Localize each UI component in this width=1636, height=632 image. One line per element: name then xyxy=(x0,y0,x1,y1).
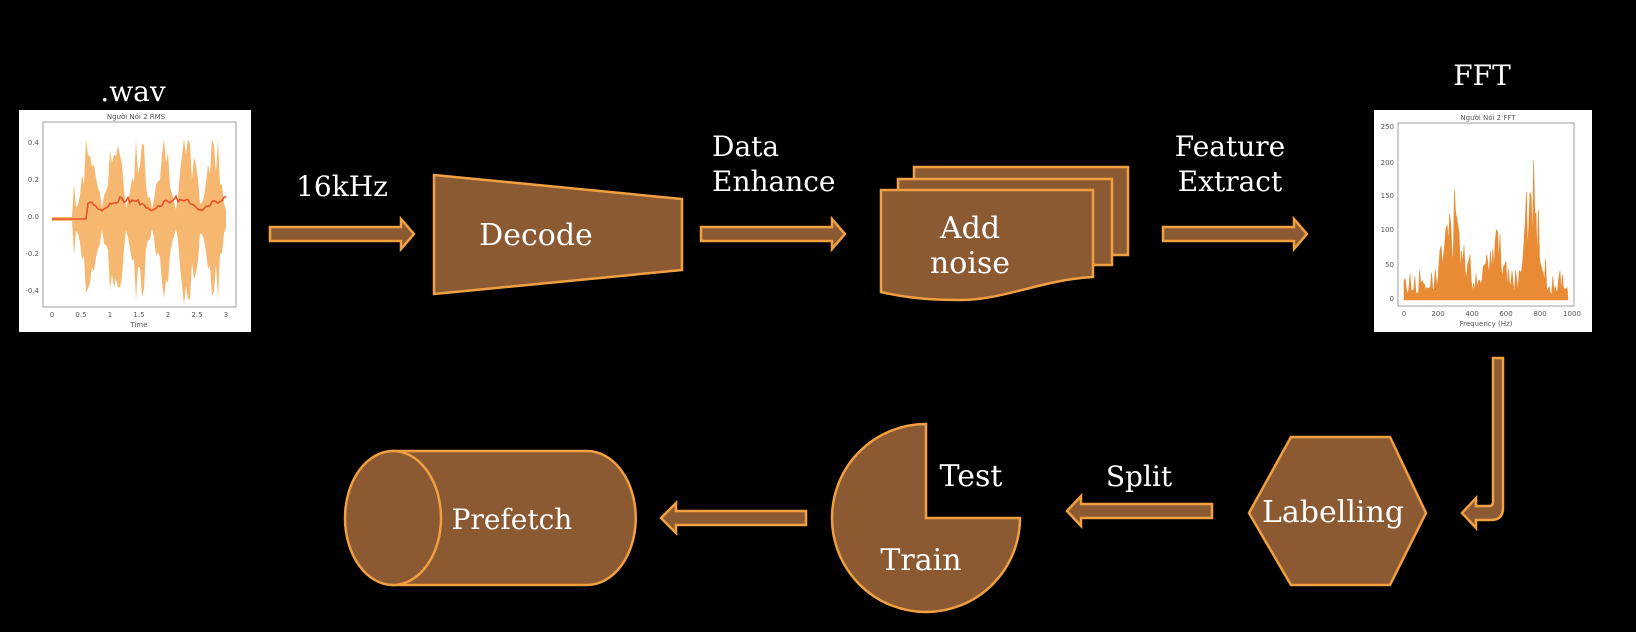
arrow-split-to-prefetch xyxy=(659,499,808,537)
rms-plot-yticks: 0.4 0.2 0.0 -0.2 -0.4 xyxy=(25,139,39,295)
feature-label-line1: Feature xyxy=(1175,130,1285,163)
rms-plot-xticks: 0 0.5 1 1.5 2 2.5 3 xyxy=(50,311,228,319)
fft-xtick: 400 xyxy=(1465,310,1478,318)
fft-plot-xlabel: Frequency (Hz) xyxy=(1460,320,1513,328)
rms-xtick: 1.5 xyxy=(133,311,144,319)
fft-plot-xticks: 0 200 400 600 800 1000 xyxy=(1402,310,1581,318)
fft-ytick: 0 xyxy=(1390,295,1394,303)
rms-xtick: 2.5 xyxy=(191,311,202,319)
decode-node xyxy=(432,173,684,296)
rms-plot-title: Người Nói 2 RMS xyxy=(107,113,166,121)
fft-label: FFT xyxy=(1453,59,1511,92)
add-noise-label-line1: Add xyxy=(939,211,1000,246)
prefetch-label: Prefetch xyxy=(452,503,573,536)
labelling-node xyxy=(1247,435,1428,587)
fft-ytick: 150 xyxy=(1381,192,1394,200)
train-test-split-node xyxy=(830,422,1022,614)
fft-spectrum xyxy=(1403,160,1569,301)
add-noise-node xyxy=(879,165,1130,302)
rms-xtick: 1 xyxy=(108,311,112,319)
rms-plot-axes xyxy=(42,121,237,308)
fft-ytick: 200 xyxy=(1381,159,1394,167)
enhance-label-line1: Data xyxy=(712,130,779,163)
split-label: Split xyxy=(1106,460,1173,493)
rms-xtick: 2 xyxy=(166,311,170,319)
fft-plot: Người Nói 2 FFT 250 200 150 100 50 0 0 2… xyxy=(1374,110,1592,332)
noise-doc-front xyxy=(879,188,1095,302)
arrow-labelling-to-split xyxy=(1065,492,1214,530)
fft-plot-yticks: 250 200 150 100 50 0 xyxy=(1381,123,1394,303)
arrow-fft-to-labelling xyxy=(1460,356,1505,532)
rate-label: 16kHz xyxy=(296,170,388,203)
feature-label-line2: Extract xyxy=(1178,165,1283,198)
arrow-decode-to-noise xyxy=(699,215,847,253)
prefetch-cylinder-cap xyxy=(343,449,443,587)
rms-ytick: 0.2 xyxy=(28,176,39,184)
train-label: Train xyxy=(880,543,961,578)
fft-plot-title: Người Nói 2 FFT xyxy=(1460,114,1516,122)
rms-plot: Người Nói 2 RMS 0.4 0.2 0.0 -0.2 -0.4 0 … xyxy=(19,110,251,332)
fft-xtick: 0 xyxy=(1402,310,1406,318)
test-label: Test xyxy=(940,459,1003,494)
rms-ytick: -0.2 xyxy=(25,250,39,258)
add-noise-label-line2: noise xyxy=(930,246,1010,281)
fft-ytick: 50 xyxy=(1385,261,1394,269)
arrow-wav-to-decode xyxy=(268,215,416,253)
wav-label: .wav xyxy=(100,75,166,108)
rms-xtick: 3 xyxy=(224,311,228,319)
fft-xtick: 800 xyxy=(1533,310,1546,318)
fft-xtick: 600 xyxy=(1499,310,1512,318)
decode-label: Decode xyxy=(479,218,593,253)
arrow-noise-to-fft xyxy=(1161,215,1309,253)
fft-ytick: 250 xyxy=(1381,123,1394,131)
rms-ytick: 0.4 xyxy=(28,139,40,147)
rms-waveform xyxy=(52,139,226,306)
fft-xtick: 1000 xyxy=(1563,310,1581,318)
rms-ytick: -0.4 xyxy=(25,287,39,295)
rms-xtick: 0.5 xyxy=(75,311,86,319)
rms-ytick: 0.0 xyxy=(28,213,39,221)
rms-plot-xlabel: Time xyxy=(129,321,147,329)
prefetch-cylinder-body xyxy=(391,449,637,587)
fft-plot-axes xyxy=(1397,122,1575,307)
fft-xtick: 200 xyxy=(1431,310,1444,318)
fft-ytick: 100 xyxy=(1381,226,1394,234)
rms-xtick: 0 xyxy=(50,311,54,319)
enhance-label-line2: Enhance xyxy=(712,165,835,198)
labelling-label: Labelling xyxy=(1262,495,1404,530)
rms-envelope xyxy=(52,194,227,220)
